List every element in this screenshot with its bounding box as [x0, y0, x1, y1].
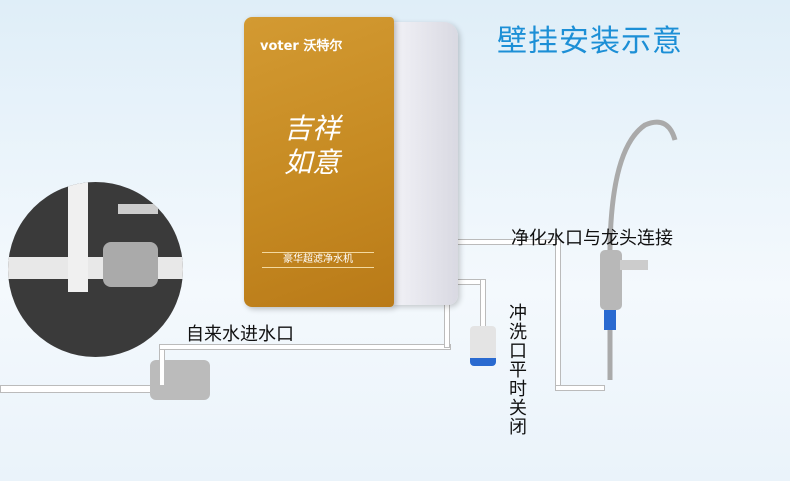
- page-title: 壁挂安装示意: [497, 24, 683, 59]
- purifier-side: [392, 22, 458, 305]
- water-purifier: voter 沃特尔 吉祥如意 豪华超滤净水机: [244, 17, 394, 307]
- product-plaque: 豪华超滤净水机: [262, 252, 374, 268]
- outlet-label: 净化水口与龙头连接: [511, 228, 673, 249]
- brand-logo: voter 沃特尔: [260, 39, 343, 54]
- inlet-tap: [150, 360, 210, 400]
- inlet-closeup-image: [8, 182, 183, 357]
- faucet: [590, 110, 680, 400]
- inlet-pipe: [0, 385, 165, 393]
- motto: 吉祥如意: [284, 112, 341, 179]
- flush-label: 冲洗口平时关闭: [506, 303, 527, 436]
- inlet-label: 自来水进水口: [186, 324, 294, 345]
- flush-valve: [470, 326, 496, 366]
